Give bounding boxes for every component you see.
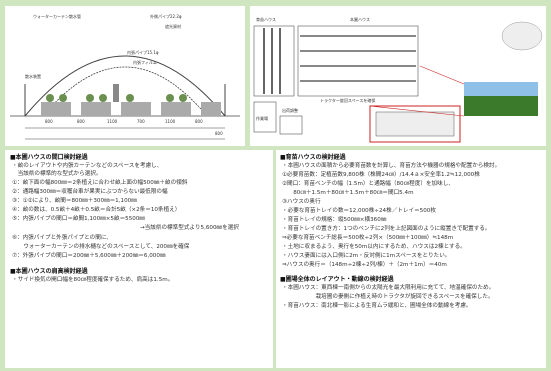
label-seedling-house: 育苗ハウス (256, 17, 276, 22)
right-layout-line-1: ・本圃ハウス：東西棟一南側からの太陽光を最大限利用に充てて、地温確保のため。 (282, 285, 495, 291)
label-water-curtain: ウォーターカーテン散水管 (33, 14, 81, 19)
dim-4: 700 (137, 119, 145, 124)
label-outer-pipe: 外側パイプ22.2φ (150, 14, 182, 19)
right-line-9: ⇒必要な育苗ベンチ総長＝500枚÷2列×（500㎜＋100㎜）≒148m (282, 235, 454, 241)
heading-main-house-width: ■本圃ハウスの間口検討経過 (10, 154, 88, 161)
left-shoulder-line: ・サイド換気の開口幅を80㎝程度確保するため、肩高は1.5m。 (12, 277, 174, 283)
dim-5: 1100 (165, 119, 176, 124)
dim-3: 1100 (107, 119, 118, 124)
right-line-1: ・本圃ハウスの面積から必要育苗数を計算し、育苗方法や機器の規格や配置から検討。 (282, 163, 501, 169)
label-shade: 遮光資材 (165, 24, 181, 29)
dim-1: 800 (45, 119, 53, 124)
right-line-3: ②間口：育苗ベンチの幅（1.5m）と通路幅（80㎝程度）を加味し、 (282, 181, 454, 187)
label-tractor-space: トラクター旋回スペースを確保 (320, 98, 376, 103)
heading-shoulder-height: ■本圃ハウスの肩高検討経過 (10, 268, 88, 275)
right-line-12: ⇒ハウスの奥行＝（148m÷2棟÷2列/棟）＋（2m＋1m）＝40m (282, 262, 447, 268)
heading-seedling-house: ■育苗ハウスの検討経過 (280, 154, 346, 161)
greenhouse-cross-section-diagram: ウォーターカーテン散水管 外側パイプ22.2φ 遮光資材 内張パイプ15.1φ … (5, 6, 245, 146)
left-line-1: ・畝のレイアウトや内張カーテンなどのスペースを考慮し、 (12, 163, 163, 169)
left-line-9: ウォーターカーテンの排水樋などのスペースとして、200㎜を確保 (12, 244, 190, 250)
left-line-8: ⑥：内張パイプと外張パイプとの間に、 (12, 235, 112, 241)
label-inner-pipe: 内張パイプ15.1φ (127, 50, 159, 55)
left-line-3: ①：畝下面の幅800㎜＝2条植えに合わせ畝上面の幅500㎜＋畝の傾斜 (12, 180, 188, 186)
right-line-4: 80㎝＋1.5m＋80㎝＋1.5m＋80㎝＝間口5.4m (282, 190, 414, 196)
left-line-10: ⑦：外張パイプの間口＝200㎜＋5,600㎜＋200㎜＝6,000㎜ (12, 253, 166, 259)
cross-section-svg (10, 55, 240, 140)
right-line-5: ③ハウスの奥行 (282, 199, 321, 205)
right-text-panel (276, 150, 546, 368)
right-line-10: ・土地に収まるよう、奥行を50m以内にするため、ハウスは2棟とする。 (282, 244, 466, 250)
right-layout-line-2: 栽培圃の妻側に作植え時のトラクタが旋回できるスペースを確保した。 (282, 294, 494, 300)
right-line-11: ・ハウス妻面には入口側に2m・反対側に1mスペースをとりたい。 (282, 253, 451, 259)
site-plan-svg (253, 21, 543, 143)
label-sprinkler: 散水装置 (25, 74, 41, 79)
left-text-panel (5, 150, 273, 368)
right-line-7: ・育苗トレイの規格：縦500㎜×横360㎜ (282, 217, 387, 223)
label-workshop: 作業場 (256, 116, 268, 121)
left-line-5: ③：①②により、畝間＝800㎜＋300㎜＝1,100㎜ (12, 198, 137, 204)
right-line-6: ・必要な育苗トレイの数＝12,000株÷24株／トレイ＝500枚 (282, 208, 436, 214)
label-inner-film: 内張フィルム (133, 60, 157, 65)
left-line-7: ⑤：内張パイプの間口＝畝間1,100㎜×5畝＝5500㎜ (12, 216, 146, 222)
left-note: →当該県の標準型式より5,600㎜を選択 (140, 225, 239, 231)
dim-7: 800 (215, 131, 223, 136)
right-line-2: ①必要育苗数：定植苗数9,800株（株間24㎝）/14.4ａ×安全率1.2≒12… (282, 172, 480, 178)
right-layout-line-3: ・育苗ハウス：南北棟一影による生育ムラ緩和と、圃場全体の動線を考慮。 (282, 303, 472, 309)
label-shipping: 出荷調整 (282, 108, 298, 113)
right-line-8: ・育苗トレイの置き方：1つのベンチに2列を上記図面のように縦置きで配置する。 (282, 226, 491, 232)
heading-field-layout: ■圃場全体のレイアウト・動線の検討経過 (280, 276, 394, 283)
dim-6: 800 (195, 119, 203, 124)
left-line-2: 当該県の標準的な型式から選択。 (12, 171, 102, 177)
site-plan-diagram: 育苗ハウス 本圃ハウス トラクター旋回スペースを確保 出荷調整 作業場 (250, 6, 546, 146)
label-main-house: 本圃ハウス (350, 17, 370, 22)
left-line-6: ④：畝の数は、0.5畝＋4畝＋0.5畝＝合計5畝（×2条＝10条植え） (12, 207, 181, 213)
left-line-4: ②：通路幅300㎜＝収穫台車が果実にぶつからない最低限の幅 (12, 189, 168, 195)
dim-2: 800 (77, 119, 85, 124)
